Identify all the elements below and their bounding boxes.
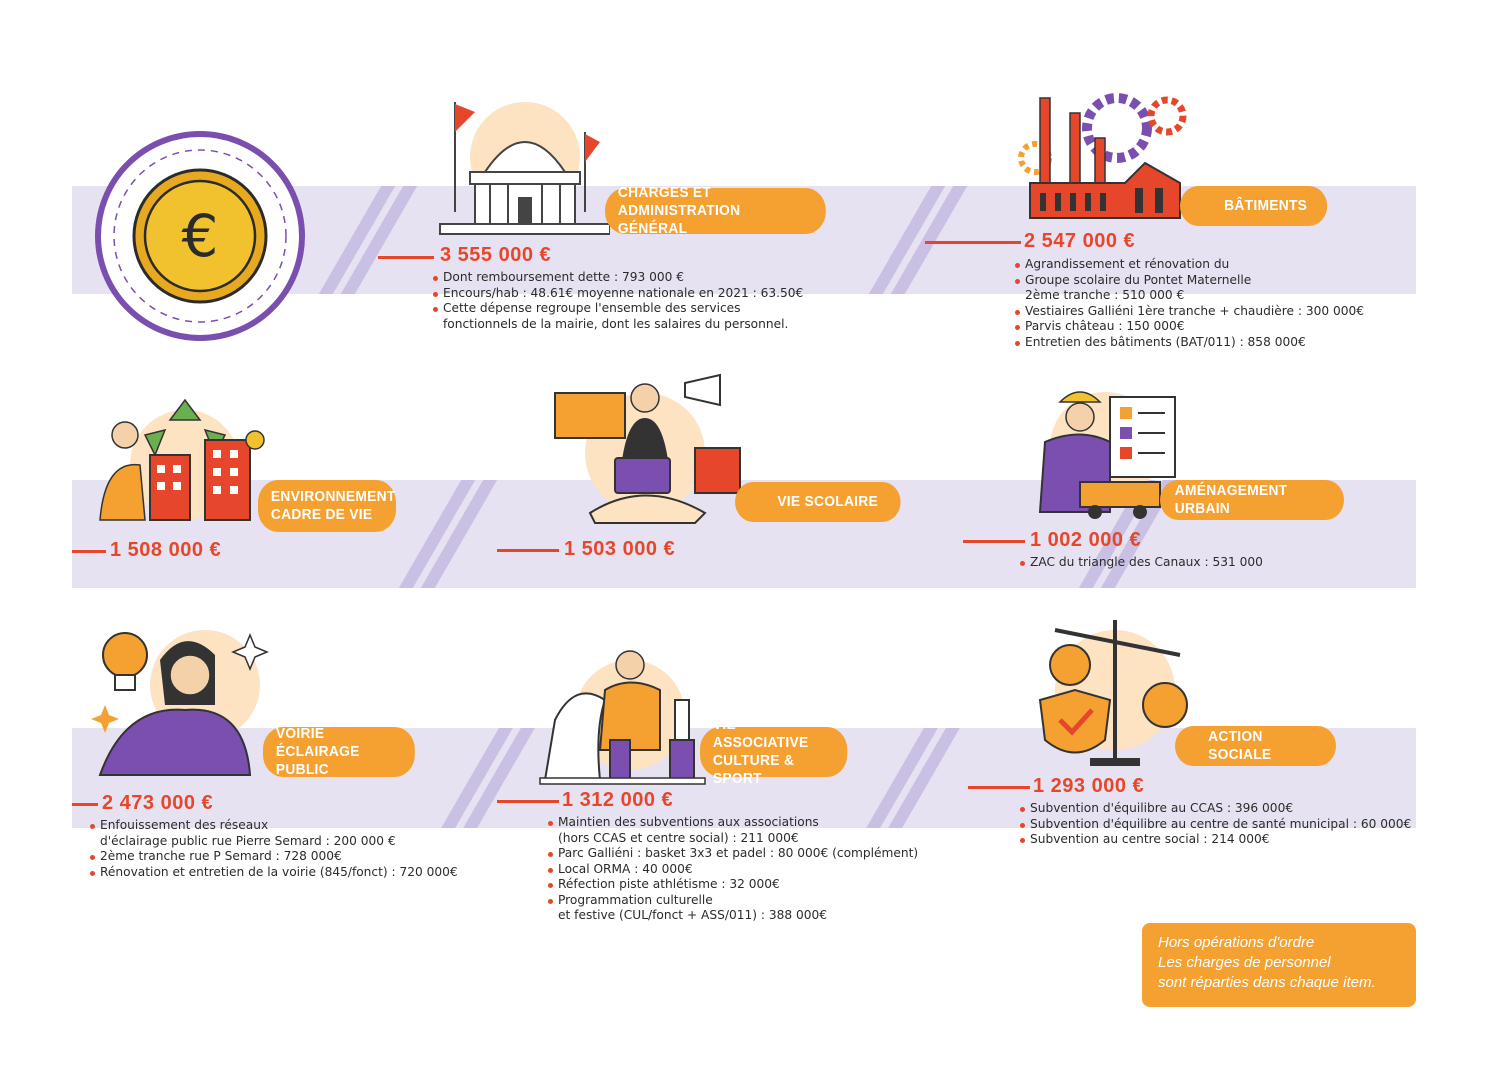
recycle-icon — [99, 398, 265, 521]
note-line: sont réparties dans chaque item. — [1158, 974, 1376, 991]
list-item: Cette dépense regroupe l'ensemble des se… — [433, 301, 803, 317]
list-item: Local ORMA : 40 000€ — [548, 862, 918, 878]
section-amount-charges: 3 555 000 € — [440, 244, 552, 266]
list-item-continuation: d'éclairage public rue Pierre Semard : 2… — [100, 833, 396, 848]
list-item: Subvention d'équilibre au centre de sant… — [1020, 817, 1411, 833]
amount-connector — [963, 540, 1025, 543]
chess-icon — [539, 650, 706, 785]
section-title-batiments: BÂTIMENTS — [1180, 186, 1328, 226]
list-item: Encours/hab : 48.61€ moyenne nationale e… — [433, 286, 803, 302]
list-item: Rénovation et entretien de la voirie (84… — [90, 865, 458, 881]
section-items-voirie: Enfouissement des réseaux d'éclairage pu… — [90, 818, 458, 880]
section-items-batiments: Agrandissement et rénovation du Groupe s… — [1015, 257, 1364, 350]
section-amount-amenagement: 1 002 000 € — [1030, 529, 1142, 551]
amount-connector — [72, 803, 98, 806]
list-item: Agrandissement et rénovation du — [1015, 257, 1364, 273]
section-amount-batiments: 2 547 000 € — [1024, 230, 1136, 252]
note-line: Hors opérations d'ordre — [1158, 934, 1315, 951]
list-item: Groupe scolaire du Pontet Maternelle — [1015, 273, 1364, 289]
amount-connector — [72, 550, 106, 553]
list-item: Vestiaires Galliéni 1ère tranche + chaud… — [1015, 304, 1364, 320]
list-item: Enfouissement des réseaux — [90, 818, 458, 834]
list-item: Parc Galliéni : basket 3x3 et padel : 80… — [548, 846, 918, 862]
section-amount-voirie: 2 473 000 € — [102, 792, 214, 814]
section-items-action-sociale: Subvention d'équilibre au CCAS : 396 000… — [1020, 801, 1411, 848]
lightbulb-thinking-icon — [91, 630, 269, 776]
section-amount-environnement: 1 508 000 € — [110, 539, 222, 561]
list-item: Réfection piste athlétisme : 32 000€ — [548, 877, 918, 893]
section-amount-vie-scolaire: 1 503 000 € — [564, 538, 676, 560]
builder-icon — [1038, 391, 1176, 519]
section-title-vie-scolaire: VIE SCOLAIRE — [735, 482, 901, 522]
city-hall-icon — [439, 102, 610, 235]
list-item: Maintien des subventions aux association… — [548, 815, 918, 831]
factory-icon — [1018, 93, 1187, 219]
list-item-continuation: 2ème tranche : 510 000 € — [1025, 288, 1185, 302]
amount-connector — [497, 549, 559, 552]
list-item: Programmation culturelle — [548, 893, 918, 909]
section-items-vie-associative: Maintien des subventions aux association… — [548, 815, 918, 924]
list-item-continuation: et festive (CUL/fonct + ASS/011) : 388 0… — [558, 908, 827, 922]
laptop-student-icon — [554, 373, 741, 524]
amount-connector — [497, 800, 559, 803]
footer-note: Hors opérations d'ordre Les charges de p… — [1142, 923, 1416, 1007]
section-items-charges: Dont remboursement dette : 793 000 € Enc… — [433, 270, 803, 332]
section-title-action-sociale: ACTION SOCIALE — [1175, 726, 1336, 766]
section-title-amenagement: AMÉNAGEMENT URBAIN — [1160, 480, 1344, 520]
section-items-amenagement: ZAC du triangle des Canaux : 531 000 — [1020, 555, 1263, 571]
euro-coin-icon: € — [95, 131, 305, 341]
list-item: Subvention d'équilibre au CCAS : 396 000… — [1020, 801, 1411, 817]
list-item-continuation: (hors CCAS et centre social) : 211 000€ — [558, 830, 799, 845]
list-item: ZAC du triangle des Canaux : 531 000 — [1020, 555, 1263, 571]
amount-connector — [968, 786, 1030, 789]
list-item: Dont remboursement dette : 793 000 € — [433, 270, 803, 286]
amount-connector — [925, 241, 1021, 244]
amount-connector — [378, 256, 434, 259]
note-line: Les charges de personnel — [1158, 954, 1331, 971]
list-item: 2ème tranche rue P Semard : 728 000€ — [90, 849, 458, 865]
section-amount-action-sociale: 1 293 000 € — [1033, 775, 1145, 797]
list-item-continuation: fonctionnels de la mairie, dont les sala… — [443, 316, 789, 331]
list-item: Subvention au centre social : 214 000€ — [1020, 832, 1411, 848]
svg-text:€: € — [182, 202, 219, 270]
section-amount-vie-associative: 1 312 000 € — [562, 789, 674, 811]
list-item: Entretien des bâtiments (BAT/011) : 858 … — [1015, 335, 1364, 351]
scale-justice-icon — [1038, 620, 1188, 766]
list-item: Parvis château : 150 000€ — [1015, 319, 1364, 335]
